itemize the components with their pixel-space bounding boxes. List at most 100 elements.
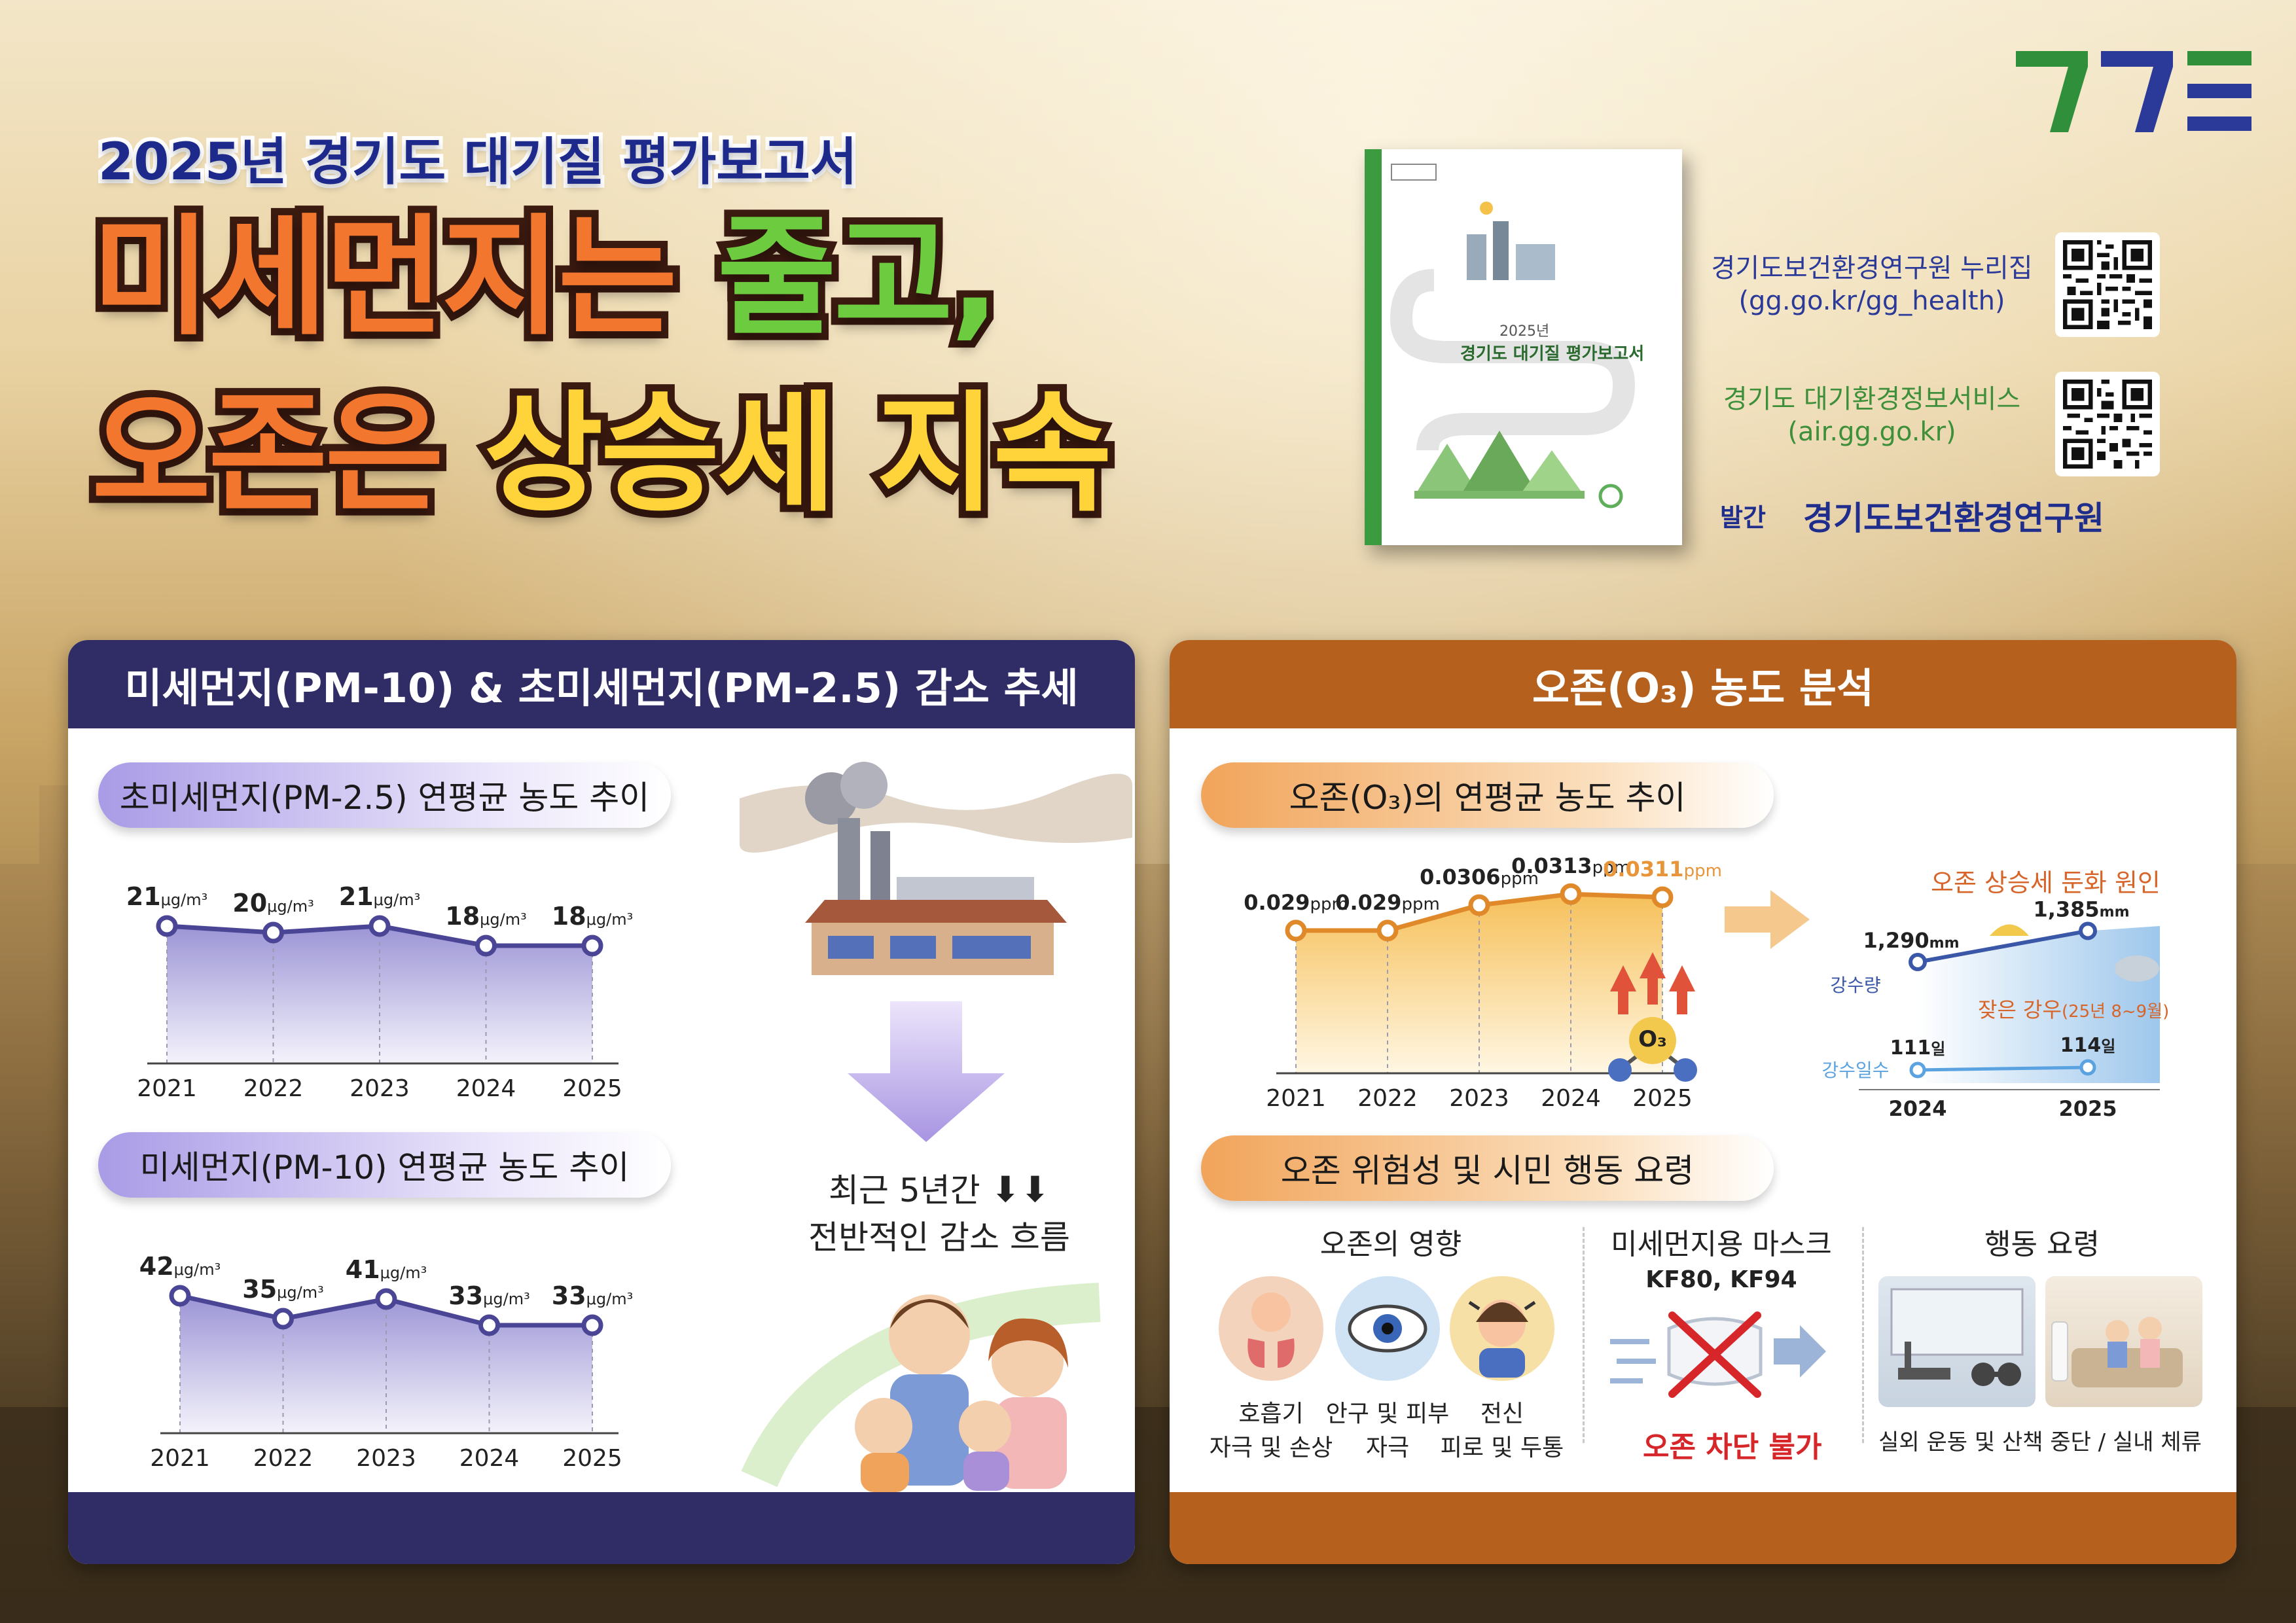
ozone-molecule-label: O₃ [1638,1026,1667,1052]
link-research-institute-name: 경기도보건환경연구원 누리집 [1711,253,2033,283]
qr-code-research-institute[interactable] [2055,232,2160,337]
chart-data-label: 41μg/m³ [346,1255,427,1284]
frequent-rain-label: 잦은 강우(25년 8~9월) [1978,997,2170,1022]
book-illustration [1390,202,1636,508]
impact-title: 오존의 영향 [1319,1228,1462,1261]
headline-pm-text: 미세먼지는 [84,202,685,353]
right-arrow-icon [1725,890,1810,949]
qr-code-air-info[interactable] [2055,372,2160,476]
chart-tick-label: 2024 [456,1075,516,1102]
chart-tick-label: 2025 [562,1075,622,1102]
chart-tick-label: 2024 [459,1445,520,1472]
pill-pm10-trend: 미세먼지(PM-10) 연평균 농도 추이 [98,1132,671,1198]
series-raindays-label: 111일 [1890,1037,1946,1060]
report-book-cover: 2025년 경기도 대기질 평가보고서 [1365,149,1682,545]
pill-ozone-risk: 오존 위험성 및 시민 행동 요령 [1201,1135,1774,1201]
gym-icon [1878,1276,2036,1407]
pill-ozone-trend: 오존(O₃)의 연평균 농도 추이 [1201,762,1774,828]
chart-data-label: 0.029ppm [1244,890,1348,915]
chart-tick-label: 2023 [356,1445,416,1472]
headline-ozone-text: 오존은 [84,378,452,529]
chart-point [368,915,391,937]
book-year: 2025년 [1499,323,1550,340]
series-raindays-name: 강수일수 [1821,1060,1889,1081]
chart-data-label: 18μg/m³ [552,902,633,931]
chart-ozone: 0.029ppm0.029ppm0.0306ppm0.0313ppm0.0311… [1244,853,1722,1112]
book-title: 경기도 대기질 평가보고서 [1460,344,1645,364]
series-precipitation-line [1917,929,2089,964]
chart-pm10: 42μg/m³ 35μg/m³ 41μg/m³ 33μg/m³ 33μg/m³ 2021 2… [139,1252,633,1472]
series-precipitation-label: 1,385mm [2033,900,2129,922]
headline-decrease-text: 줄고, [710,202,1007,353]
chart-data-label: 33μg/m³ [448,1281,529,1310]
chart-data-label: 35μg/m³ [242,1275,323,1304]
link-air-info-service[interactable]: 경기도 대기환경정보서비스 (air.gg.go.kr) [1702,383,2042,448]
series-precipitation-point [2079,921,2097,940]
chart-tick-label: 2023 [1449,1085,1509,1112]
link-research-institute[interactable]: 경기도보건환경연구원 누리집 (gg.go.kr/gg_health) [1702,252,2042,317]
qr-icon [2063,240,2152,329]
chart-point [581,935,603,957]
chart-data-label: 0.0311ppm [1603,857,1722,882]
link-air-info-name: 경기도 대기환경정보서비스 [1723,384,2021,414]
chart-data-label: 33μg/m³ [552,1281,633,1310]
chart-data-label: 0.029ppm [1335,890,1440,915]
section-divider [1583,1227,1585,1443]
mask-types: KF80, KF94 [1645,1266,1797,1293]
link-research-institute-url: (gg.go.kr/gg_health) [1738,286,2005,316]
chart-data-label: 0.0306ppm [1420,865,1539,889]
chart-data-label: 42μg/m³ [139,1252,221,1281]
chart-point [262,921,284,944]
headline-line-1: 미세먼지는 줄고, [84,205,1007,349]
eye-icon [1335,1276,1440,1381]
chart-tick-label: 2024 [1888,1096,1946,1121]
report-subtitle: 2025년 경기도 대기질 평가보고서 [94,129,861,196]
chart-data-label: 21μg/m³ [126,882,207,911]
section-divider [1862,1227,1864,1443]
chart-point [375,1288,397,1310]
chart-point [478,1314,500,1336]
trend-summary-line1: 최근 5년간 ⬇⬇ [828,1169,1050,1210]
link-air-info-url: (air.gg.go.kr) [1787,417,1956,447]
series-raindays-point [1909,1061,1926,1079]
chart-data-label: 20μg/m³ [232,889,314,918]
chart-data-label: 18μg/m³ [445,902,526,931]
chart-tick-label: 2025 [2058,1096,2117,1121]
chart-tick-label: 2021 [150,1445,210,1472]
institute-logo [2016,51,2251,132]
decrease-arrow-icon [848,1001,1005,1142]
chart-point [581,1314,603,1336]
series-raindays-point [2079,1059,2096,1076]
chart-point [272,1308,294,1330]
panel-ozone-title: 오존(O₃) 농도 분석 [1170,640,2236,728]
factory-illustration [740,762,1132,975]
chart-point [1285,919,1307,942]
rain-cloud-icon [2115,955,2159,982]
headline-line-2: 오존은 상승세 지속 [84,382,1119,526]
publisher-name: 경기도보건환경연구원 [1803,499,2104,537]
indoor-family-icon [2045,1276,2202,1407]
chart-tick-label: 2025 [562,1445,622,1472]
series-precipitation-name: 강수량 [1830,974,1880,996]
publisher-label: 발간 [1720,503,1766,532]
headache-icon [1450,1276,1554,1381]
chart-tick-label: 2021 [1266,1085,1326,1112]
mask-blocked-icon [1610,1311,1826,1398]
panel-pm-footer [68,1492,1135,1564]
ozone-molecule-icon [1608,952,1697,1082]
mask-warning: 오존 차단 불가 [1643,1431,1822,1464]
cause-title: 오존 상승세 둔화 원인 [1931,868,2161,897]
panel-ozone-footer [1170,1492,2236,1564]
pill-pm25-trend: 초미세먼지(PM-2.5) 연평균 농도 추이 [98,762,671,828]
qr-icon [2063,380,2152,469]
series-precipitation-label: 1,290mm [1863,928,1959,953]
action-text: 실외 운동 및 산책 중단 / 실내 체류 [1878,1429,2202,1455]
chart-data-label: 0.0313ppm [1511,853,1630,878]
chart-point [169,1285,191,1307]
chart-point [1560,883,1582,905]
chart-point [1651,886,1674,908]
